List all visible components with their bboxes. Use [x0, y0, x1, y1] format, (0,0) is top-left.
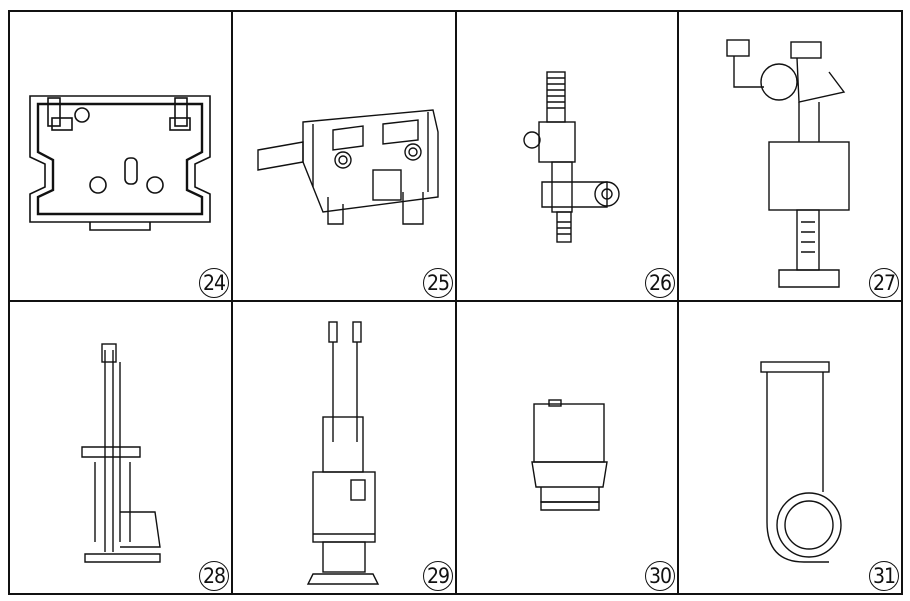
panel-number: 27 — [869, 268, 899, 298]
float-rod-assembly-illustration — [81, 343, 161, 563]
fill-valve-illustration — [726, 39, 850, 288]
panel-27: 27 — [679, 12, 901, 300]
panel-number: 30 — [645, 561, 675, 591]
mounting-bracket-illustration — [29, 95, 211, 231]
panel-26: 26 — [457, 12, 677, 300]
panel-number: 24 — [199, 268, 229, 298]
panel-number: 26 — [645, 268, 675, 298]
panel-30: 30 — [457, 302, 677, 593]
grid-divider — [455, 12, 457, 593]
flush-valve-illustration — [306, 321, 380, 585]
panel-25: 25 — [233, 12, 455, 300]
angle-valve-illustration — [523, 71, 620, 243]
flush-elbow-pipe-illustration — [760, 361, 842, 563]
panel-29: 29 — [233, 302, 455, 593]
panel-number: 28 — [199, 561, 229, 591]
flush-mechanism-frame-illustration — [257, 109, 439, 225]
panel-number: 25 — [423, 268, 453, 298]
panel-24: 24 — [10, 12, 231, 300]
parts-grid: 24 25 26 — [8, 10, 903, 595]
panel-number: 31 — [869, 561, 899, 591]
valve-seal-cap-illustration — [531, 399, 608, 511]
grid-divider — [10, 300, 901, 302]
panel-number: 29 — [423, 561, 453, 591]
grid-divider — [231, 12, 233, 593]
panel-31: 31 — [679, 302, 901, 593]
grid-divider — [677, 12, 679, 593]
panel-28: 28 — [10, 302, 231, 593]
